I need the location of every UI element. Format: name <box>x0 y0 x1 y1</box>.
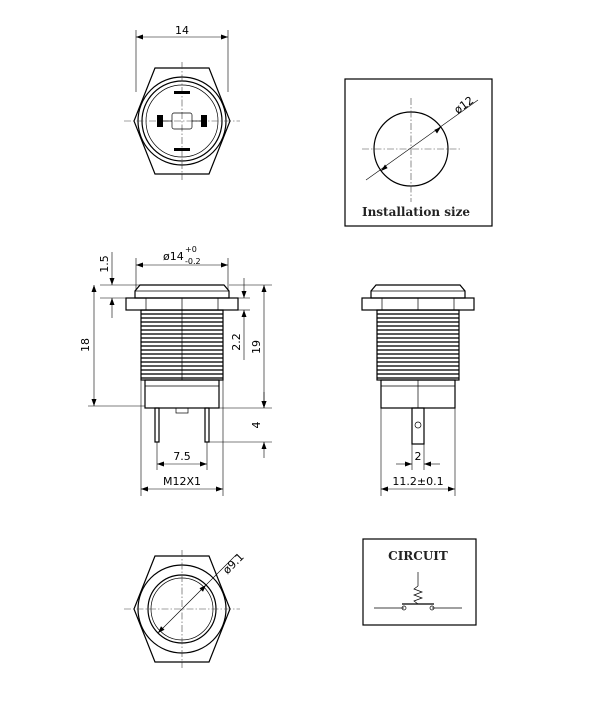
circuit-diagram: CIRCUIT <box>362 538 477 626</box>
bottom-view: ø9.1 <box>124 550 247 668</box>
bottom-diameter-dim: ø9.1 <box>220 550 246 576</box>
total-length-dim: 18 <box>79 338 92 352</box>
top-view: 14 <box>124 24 240 180</box>
top-width-dim: 14 <box>175 24 189 37</box>
body-width-dim: 11.2±0.1 <box>392 475 443 488</box>
body-length-dim: 19 <box>250 340 263 354</box>
pin-spacing-dim: 7.5 <box>173 450 191 463</box>
head-tol-lower: -0.2 <box>185 257 201 266</box>
installation-size: ø12 Installation size <box>344 78 493 227</box>
nut-dim: 2.2 <box>230 333 243 351</box>
terminal-width-dim: 2 <box>415 450 422 463</box>
head-thickness-dim: 1.5 <box>98 255 111 273</box>
terminal-length-dim: 4 <box>250 422 263 429</box>
thread-dim: M12X1 <box>163 475 201 488</box>
installation-caption: Installation size <box>362 205 470 219</box>
head-diameter-dim: ø14 <box>163 250 184 263</box>
side-view-2: 2 11.2±0.1 <box>361 284 475 496</box>
head-tol-upper: +0 <box>185 245 197 254</box>
install-diameter-dim: ø12 <box>452 94 476 117</box>
side-view: ø14 +0 -0.2 1.5 18 <box>79 245 272 496</box>
circuit-title: CIRCUIT <box>388 549 448 563</box>
